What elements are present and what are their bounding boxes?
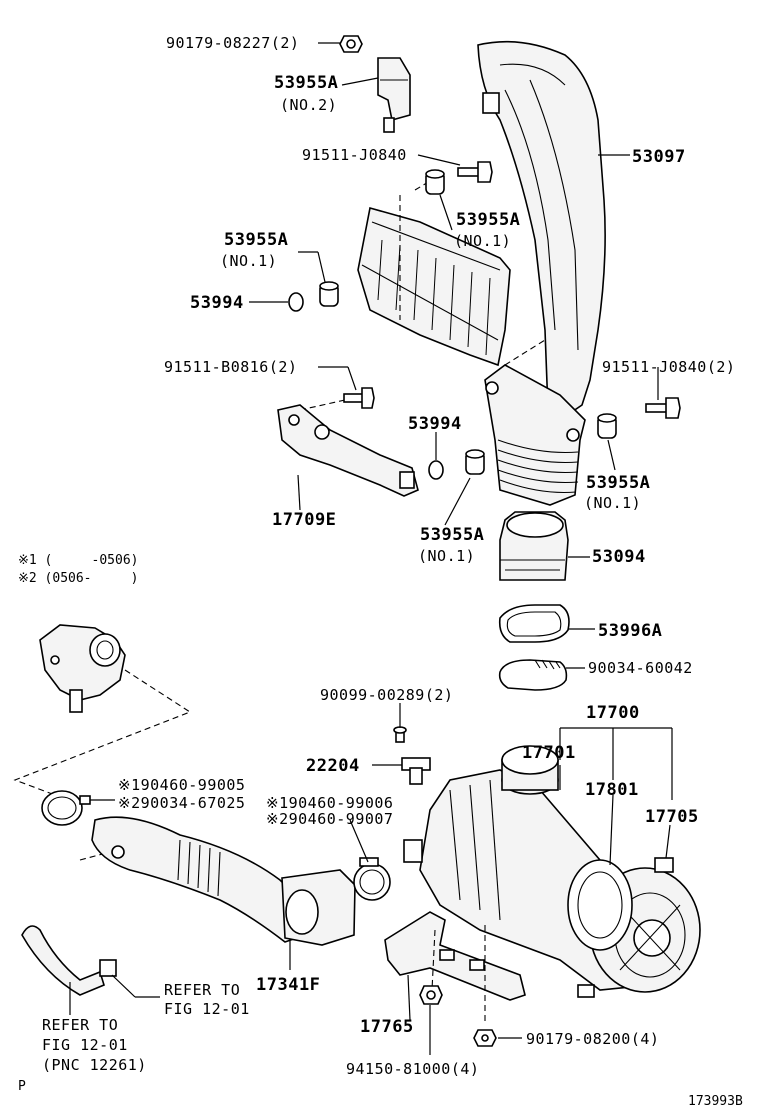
label-94150-81000: 94150-81000(4): [346, 1060, 479, 1078]
notes: ※1 ( -0506) ※2 (0506- ): [18, 553, 138, 586]
label-91511-J0840-right: 91511-J0840(2): [602, 358, 735, 376]
label-53994-b: 53994: [408, 414, 462, 434]
clamp-90460-99006: [353, 857, 391, 901]
bolt-91511-J0840-top: [457, 161, 493, 183]
label-53955A-no2: 53955A: [274, 73, 338, 93]
corner-mark: P: [18, 1079, 26, 1094]
grommet-53955A-c: [597, 413, 617, 439]
leader-lines: [69, 42, 673, 1055]
grommet-53955A-d: [465, 449, 485, 475]
resonator-body: [357, 206, 511, 367]
clamp-90460-99005: [41, 790, 91, 826]
screw-90099-00289: [393, 726, 407, 743]
label-53955A-c-sub: (NO.1): [584, 494, 641, 512]
label-53955A-c: 53955A: [586, 473, 650, 493]
label-53097: 53097: [632, 147, 686, 167]
label-90179-08200: 90179-08200(4): [526, 1030, 659, 1048]
washer-53994-b: [428, 460, 444, 480]
refer-b-line3: (PNC 12261): [42, 1056, 147, 1074]
label-53955A-d-sub: (NO.1): [418, 547, 475, 565]
washer-53994-a: [288, 292, 304, 312]
label-17709E: 17709E: [272, 510, 336, 530]
label-53955A-a: 53955A: [456, 210, 520, 230]
figure-id: 173993B: [688, 1094, 743, 1109]
bracket-17765: [384, 911, 526, 1001]
nut-90179-08200: [473, 1029, 497, 1047]
nut-94150-81000: [419, 985, 443, 1005]
label-91511-B0816: 91511-B0816(2): [164, 358, 297, 376]
air-intake-duct-53097: [477, 40, 606, 422]
refer-notes: REFER TO FIG 12-01 REFER TO FIG 12-01 (P…: [42, 981, 250, 1074]
throttle-body: [39, 624, 126, 713]
clamp-90034-60042: [498, 659, 568, 691]
resonator-box: [281, 869, 356, 946]
label-17801: 17801: [585, 780, 639, 800]
sensor-22204: [401, 757, 431, 785]
refer-a-line1: REFER TO: [164, 981, 240, 999]
connector-53094: [499, 511, 569, 581]
label-90179-08227: 90179-08227(2): [166, 34, 299, 52]
label-90460-99006: ※190460-99006: [266, 794, 393, 812]
bracket-17709E: [277, 404, 419, 497]
label-53955A-d: 53955A: [420, 525, 484, 545]
note-2: ※2 (0506- ): [18, 571, 138, 586]
note-1: ※1 ( -0506): [18, 553, 138, 568]
bolt-91511-B0816: [343, 387, 375, 409]
label-53955A-b: 53955A: [224, 230, 288, 250]
air-cleaner-element: [501, 745, 559, 795]
element-17801: [567, 859, 633, 951]
label-17341F: 17341F: [256, 975, 320, 995]
label-17700: 17700: [586, 703, 640, 723]
hose-17341F: [91, 816, 306, 943]
refer-b-line1: REFER TO: [42, 1016, 118, 1034]
label-53955A-a-sub: (NO.1): [454, 232, 511, 250]
grommet-53955A-a: [425, 169, 445, 195]
label-53994-a: 53994: [190, 293, 244, 313]
label-90034-60042: 90034-60042: [588, 659, 693, 677]
refer-a-line2: FIG 12-01: [164, 1000, 250, 1018]
bracket-53955A-no2: [377, 57, 411, 133]
label-53094: 53094: [592, 547, 646, 567]
bolt-91511-J0840-right: [645, 397, 681, 419]
label-17705: 17705: [645, 807, 699, 827]
label-90460-99005: ※190460-99005: [118, 776, 245, 794]
label-90460-99007: ※290460-99007: [266, 810, 393, 828]
label-90034-67025: ※290034-67025: [118, 794, 245, 812]
hose-refer: [21, 925, 117, 996]
label-53996A: 53996A: [598, 621, 662, 641]
label-91511-J0840-top: 91511-J0840: [302, 146, 407, 164]
label-53955A-no2-sub: (NO.2): [280, 96, 337, 114]
label-22204: 22204: [306, 756, 360, 776]
part-labels: 90179-08227(2) 53955A (NO.2) 91511-J0840…: [118, 34, 735, 1078]
label-17701: 17701: [522, 743, 576, 763]
label-90099-00289: 90099-00289(2): [320, 686, 453, 704]
label-17765: 17765: [360, 1017, 414, 1037]
gasket-53996A: [498, 604, 570, 643]
duct-bellows: [484, 364, 586, 506]
refer-b-line2: FIG 12-01: [42, 1036, 128, 1054]
nut-90179-08227: [339, 35, 363, 53]
label-53955A-b-sub: (NO.1): [220, 252, 277, 270]
grommet-53955A-b: [319, 281, 339, 307]
